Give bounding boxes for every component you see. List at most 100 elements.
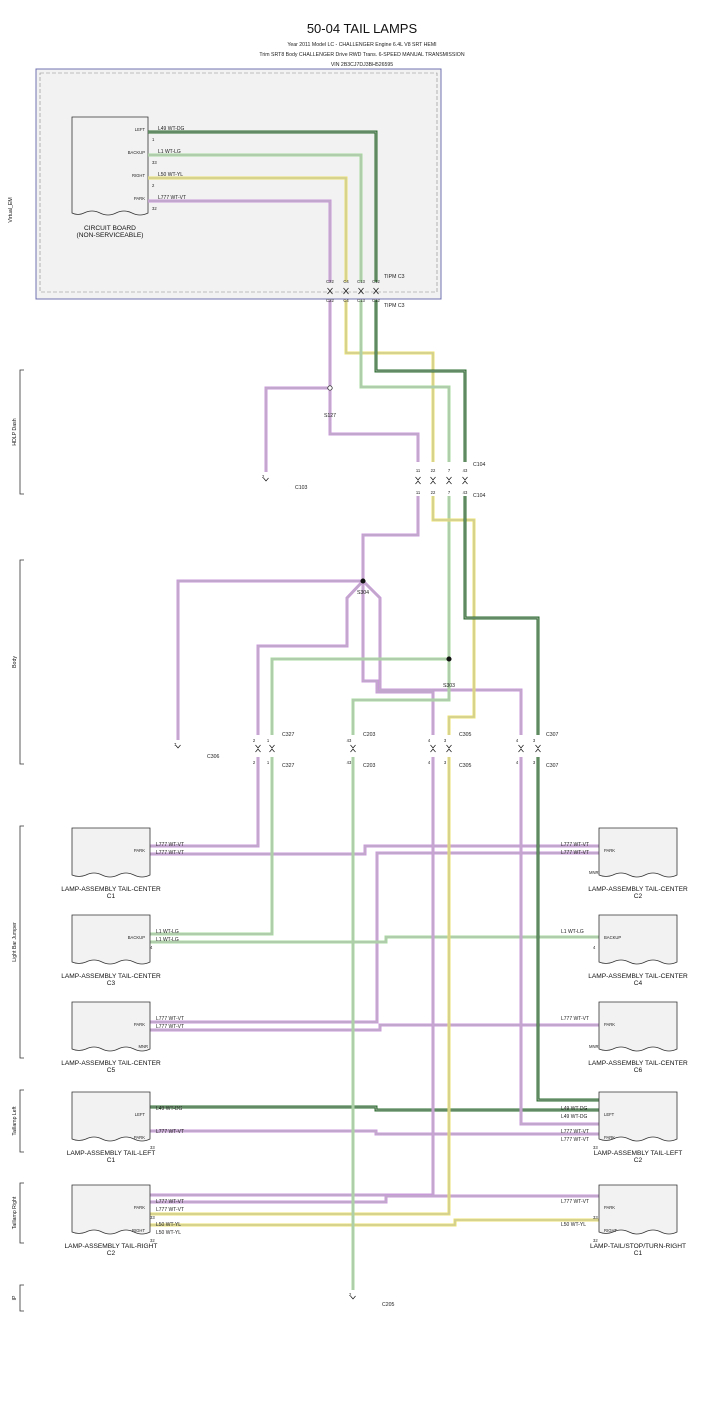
zone-virtual-em: Virtual_EM bbox=[8, 197, 14, 222]
park-wire-s304-c306 bbox=[176, 579, 363, 740]
c103-label: C103 bbox=[295, 485, 308, 491]
module-wire-1 bbox=[148, 153, 363, 282]
lamp-name: LAMP-ASSEMBLY TAIL-CENTER bbox=[61, 886, 161, 893]
lamp-connector: C3 bbox=[107, 980, 116, 987]
lamp-extra-label: MNR bbox=[589, 1044, 599, 1049]
lamp-box-6 bbox=[71, 1091, 151, 1142]
c104-pin-bot: 22 bbox=[431, 490, 436, 495]
module-pin-label: RIGHT bbox=[132, 173, 145, 178]
module-pin-label: PARK bbox=[134, 196, 145, 201]
lamp-pin-num: 4 bbox=[150, 945, 153, 950]
c305-chevron bbox=[430, 748, 436, 753]
lamp-pin-num: 33 bbox=[593, 1145, 598, 1150]
module-wire-label: L777 WT-VT bbox=[158, 195, 186, 201]
c203-label-top: C203 bbox=[363, 732, 376, 738]
vehicle-line-2: Trim SRT8 Body CHALLENGER Drive RWD Tran… bbox=[259, 52, 464, 58]
lamp-connector: C5 bbox=[107, 1067, 116, 1074]
wire-group bbox=[148, 130, 599, 1290]
lamp-wire-label: L50 WT-YL bbox=[561, 1222, 586, 1228]
circuit-board-name: CIRCUIT BOARD bbox=[84, 225, 136, 232]
lamp-wire-label: L777 WT-VT bbox=[561, 1137, 589, 1143]
lamp-wire-label: L49 WT-DG bbox=[561, 1106, 588, 1112]
c203-chevron bbox=[350, 744, 356, 749]
backup-wire-s303-c327 bbox=[270, 657, 449, 735]
lamp-pin-num: 32 bbox=[593, 1238, 598, 1243]
c327-chevron bbox=[269, 744, 275, 749]
tipm-connector-bot: TIPM C3 bbox=[384, 303, 405, 309]
lamp-wire-label: L777 WT-VT bbox=[156, 1129, 184, 1135]
c104-pin-top: 43 bbox=[463, 468, 468, 473]
lamp-pin-label: RIGHT bbox=[132, 1228, 145, 1233]
module-pin-num: 33 bbox=[152, 160, 157, 165]
lamp-pin-num: 33 bbox=[150, 1145, 155, 1150]
park-wire-lamp-c1-c2 bbox=[148, 844, 599, 856]
lamp-name: LAMP-ASSEMBLY TAIL-CENTER bbox=[588, 973, 688, 980]
module-pin-label: LEFT bbox=[135, 127, 146, 132]
lamp-box-9 bbox=[598, 1184, 678, 1235]
lamp-wire-label: L777 WT-VT bbox=[156, 1024, 184, 1030]
right-wire-tipm-c104 bbox=[344, 300, 435, 462]
park-wire-c327-lamp-c1 bbox=[148, 757, 260, 848]
tipm-pin-top: C12 bbox=[372, 279, 380, 284]
circuit-board-box bbox=[71, 116, 149, 216]
c327-pin-bot: 1 bbox=[267, 760, 270, 765]
lamp-wire-label: L777 WT-VT bbox=[156, 1016, 184, 1022]
splice-s127-dot bbox=[327, 385, 333, 391]
c104-chevron bbox=[430, 480, 436, 485]
lamp-connector: C6 bbox=[634, 1067, 643, 1074]
c305-pin-top: 3 bbox=[444, 738, 447, 743]
c305-chevron bbox=[430, 744, 436, 749]
module-wire-label: L49 WT-DG bbox=[158, 126, 185, 132]
c104-label-bot: C104 bbox=[473, 493, 486, 499]
c327-chevron bbox=[269, 748, 275, 753]
c205-chevron bbox=[350, 1295, 356, 1300]
c307-pin-top: 3 bbox=[533, 738, 536, 743]
lamp-name: LAMP-ASSEMBLY TAIL-CENTER bbox=[588, 1060, 688, 1067]
lamp-connector: C2 bbox=[107, 1250, 116, 1257]
lamp-name: LAMP-ASSEMBLY TAIL-CENTER bbox=[61, 973, 161, 980]
park-wire-s304-c307 bbox=[361, 579, 523, 735]
c306-chevron bbox=[175, 744, 181, 749]
c307-pin-bot: 4 bbox=[516, 760, 519, 765]
park-wire-c305-lamp-tr-c2 bbox=[148, 757, 435, 1197]
tipm-pin-bot: C22 bbox=[326, 298, 334, 303]
lamp-pin-label: PARK bbox=[134, 1022, 145, 1027]
c307-pin-bot: 3 bbox=[533, 760, 536, 765]
tipm-pin-top: C13 bbox=[357, 279, 365, 284]
lamp-wire-label: L777 WT-VT bbox=[561, 1199, 589, 1205]
park-wire-lamp-c5-c6 bbox=[148, 1023, 599, 1032]
zone-taillamp-left: Taillamp Left bbox=[12, 1106, 18, 1136]
lamp-extra-label: MNR bbox=[138, 1044, 148, 1049]
lamp-name: LAMP-ASSEMBLY TAIL-RIGHT bbox=[65, 1243, 158, 1250]
tipm-connector-top: TIPM C3 bbox=[384, 274, 405, 280]
c307-chevron bbox=[518, 744, 524, 749]
lamp-box-0 bbox=[71, 827, 151, 878]
lamp-pin-num: 33 bbox=[150, 1215, 155, 1220]
tipm-chevron bbox=[373, 290, 379, 295]
lamp-wire-label: L777 WT-VT bbox=[156, 850, 184, 856]
tipm-chevron bbox=[358, 290, 364, 295]
lamp-wire-label: L777 WT-VT bbox=[561, 1129, 589, 1135]
c104-chevron bbox=[446, 476, 452, 481]
left-wire-c104-c307 bbox=[463, 496, 540, 735]
lamp-extra-label: MNR bbox=[589, 870, 599, 875]
lamp-pin-label: PARK bbox=[604, 1135, 615, 1140]
lamp-wire-label: L777 WT-VT bbox=[561, 850, 589, 856]
c203-pin-bot: 43 bbox=[347, 760, 352, 765]
lamp-connector: C1 bbox=[107, 893, 116, 900]
tipm-pin-bot: C12 bbox=[372, 298, 380, 303]
left-wire-tipm-c104 bbox=[374, 300, 467, 462]
park-wire-tl-c1-c2 bbox=[148, 1129, 599, 1136]
right-wire-c305-lamp-tr-c2 bbox=[148, 757, 451, 1216]
lamp-wire-label: L49 WT-DG bbox=[561, 1114, 588, 1120]
lamp-pin-label: PARK bbox=[604, 1022, 615, 1027]
module-pin-num: 1 bbox=[152, 137, 155, 142]
c103-chevron bbox=[263, 477, 269, 482]
tipm-pin-bot: C4 bbox=[343, 298, 349, 303]
lamp-name: LAMP-ASSEMBLY TAIL-LEFT bbox=[594, 1150, 683, 1157]
c205-label: C205 bbox=[382, 1302, 395, 1308]
module-wire-label: L1 WT-LG bbox=[158, 149, 181, 155]
park-wire-c104-s304 bbox=[361, 496, 420, 581]
lamp-pin-label: PARK bbox=[134, 1205, 145, 1210]
module-wire-2 bbox=[148, 176, 348, 282]
